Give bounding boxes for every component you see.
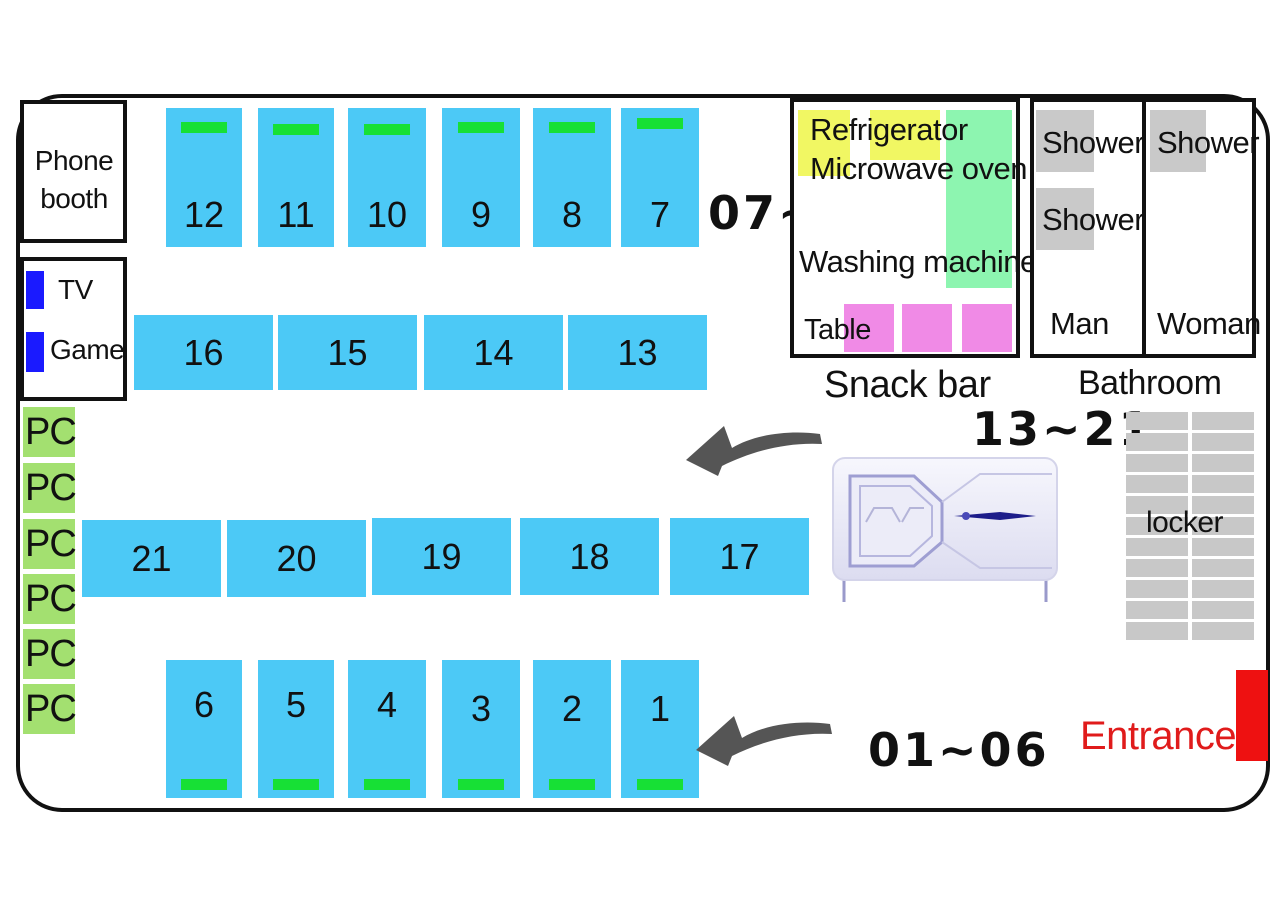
pc-station[interactable]: PC [23, 629, 77, 679]
group-label-01-06: 01~06 [868, 723, 1050, 777]
pod-19[interactable]: 19 [372, 518, 511, 595]
pod-10[interactable]: 10 [348, 108, 426, 247]
pod-7[interactable]: 7 [621, 108, 699, 247]
shower-stall [1150, 110, 1206, 172]
pc-station[interactable]: PC [23, 519, 77, 569]
group-label-13-21: 13~21 [972, 402, 1154, 456]
arrow-left-icon [696, 716, 832, 766]
pc-station[interactable]: PC [23, 407, 77, 457]
phone-booth[interactable] [20, 100, 127, 243]
capsule-pod-illustration [832, 457, 1058, 602]
bathroom-label: Bathroom [1078, 364, 1222, 402]
washing-machine [946, 110, 1012, 288]
microwave-oven [870, 110, 940, 160]
phone-booth-label: Phone booth [34, 145, 114, 214]
pod-11[interactable]: 11 [258, 108, 334, 247]
locker-label: locker [1146, 506, 1224, 539]
snack-bar-label: Snack bar [824, 364, 991, 406]
table [902, 304, 952, 352]
pc-station[interactable]: PC [23, 463, 77, 513]
man-label: Man [1050, 306, 1109, 341]
woman-label: Woman [1157, 306, 1261, 341]
washing-machine-label: Washing machine [799, 244, 1037, 279]
pod-20[interactable]: 20 [227, 520, 366, 597]
pod-5[interactable]: 5 [258, 660, 334, 798]
pod-6[interactable]: 6 [166, 660, 242, 798]
entrance-label: Entrance [1080, 714, 1237, 758]
table [962, 304, 1012, 352]
locker-bank[interactable] [1126, 412, 1254, 640]
pod-8[interactable]: 8 [533, 108, 611, 247]
pod-21[interactable]: 21 [82, 520, 221, 597]
pod-18[interactable]: 18 [520, 518, 659, 595]
pod-1[interactable]: 1 [621, 660, 699, 798]
pod-14[interactable]: 14 [424, 315, 563, 390]
pod-12[interactable]: 12 [166, 108, 242, 247]
arrow-left-icon [686, 426, 822, 476]
entrance-door[interactable] [1236, 670, 1268, 761]
pod-16[interactable]: 16 [134, 315, 273, 390]
shower-stall [1036, 188, 1094, 250]
shower-label: Shower [1042, 125, 1145, 160]
shower-label: Shower [1157, 125, 1260, 160]
refrigerator [798, 110, 850, 176]
pc-station[interactable]: PC [23, 574, 77, 624]
tv-device [26, 271, 44, 309]
tv-label: TV [58, 274, 93, 305]
refrigerator-label: Refrigerator [810, 112, 968, 147]
pod-15[interactable]: 15 [278, 315, 417, 390]
game-label: Game [50, 334, 125, 365]
microwave-label: Microwave oven [810, 151, 1027, 186]
pod-17[interactable]: 17 [670, 518, 809, 595]
pod-3[interactable]: 3 [442, 660, 520, 798]
pod-9[interactable]: 9 [442, 108, 520, 247]
table [844, 304, 894, 352]
shower-label: Shower [1042, 202, 1145, 237]
game-device [26, 332, 44, 372]
pod-13[interactable]: 13 [568, 315, 707, 390]
pod-4[interactable]: 4 [348, 660, 426, 798]
shower-stall [1036, 110, 1094, 172]
table-label: Table [804, 314, 871, 346]
pod-2[interactable]: 2 [533, 660, 611, 798]
pc-station[interactable]: PC [23, 684, 77, 734]
